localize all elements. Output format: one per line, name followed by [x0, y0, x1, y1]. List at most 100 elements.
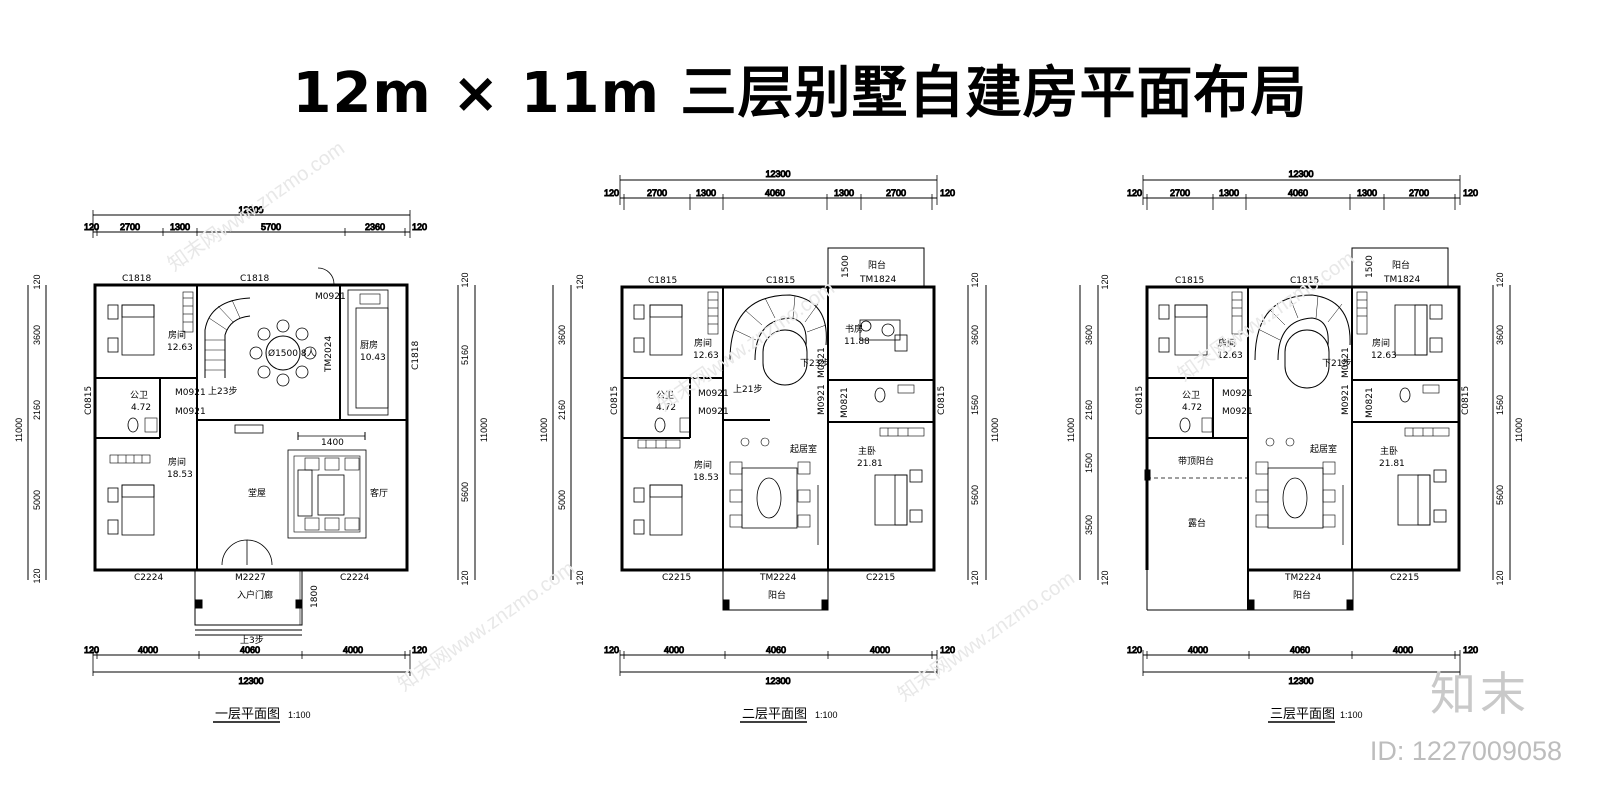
door-label: M0921 — [1222, 389, 1253, 399]
window-label: C1818 — [411, 341, 421, 370]
dim-top: 2700 — [1170, 188, 1190, 198]
window-label: C2215 — [662, 573, 691, 583]
room-label: 公卫 — [1182, 390, 1200, 401]
door-label: M0921 — [698, 389, 729, 399]
dim-top: 1300 — [1357, 188, 1377, 198]
dim-bottom: 120 — [1463, 645, 1478, 655]
dim-left: 120 — [575, 274, 585, 289]
dim-bottom: 4060 — [240, 645, 260, 655]
window-label: C2215 — [1390, 573, 1419, 583]
dim-bottom: 4060 — [1290, 645, 1310, 655]
dim-left-total: 11000 — [539, 418, 549, 442]
dim-bottom: 120 — [940, 645, 955, 655]
room-label: 厨房 — [360, 339, 378, 351]
dim-right: 120 — [460, 570, 470, 585]
room-label: 房间 — [1218, 337, 1236, 349]
dim-top: 4060 — [1288, 188, 1308, 198]
room-label: 阳台 — [768, 589, 786, 601]
dim-left-total: 11000 — [1066, 418, 1076, 442]
stair-label: 下21步 — [1322, 358, 1351, 369]
window-label: C0815 — [610, 386, 620, 415]
dim-left-total: 11000 — [14, 418, 24, 442]
dim-right: 3600 — [1495, 325, 1505, 345]
window-label: C0815 — [84, 386, 94, 415]
dim-left: 1500 — [1084, 453, 1094, 473]
dim-right: 5600 — [1495, 485, 1505, 505]
room-area: 18.53 — [693, 473, 719, 483]
door-label: M0921 — [1341, 384, 1351, 415]
dim-bottom: 4000 — [1393, 645, 1413, 655]
dim-right: 120 — [1495, 272, 1505, 287]
stair-label: 上23步 — [208, 386, 237, 397]
room-label: 公卫 — [130, 390, 148, 401]
dim-left: 120 — [575, 570, 585, 585]
room-area: 12.63 — [693, 351, 719, 361]
dim-top: 2700 — [120, 222, 140, 232]
dim-porch: 1800 — [310, 585, 320, 608]
plan-caption: 二层平面图 — [742, 707, 807, 722]
stair-label: 下23步 — [800, 358, 829, 369]
dim-right: 1560 — [1495, 395, 1505, 415]
door-label: TM1824 — [859, 275, 896, 285]
room-area: 11.88 — [844, 337, 870, 347]
door-label: TM1824 — [1383, 275, 1420, 285]
dim-right: 1560 — [970, 395, 980, 415]
dim-top: 1300 — [1219, 188, 1239, 198]
dim-right-total: 11000 — [990, 418, 1000, 442]
dim-bottom: 4060 — [766, 645, 786, 655]
dim-top: 2700 — [647, 188, 667, 198]
dim-left: 120 — [1100, 570, 1110, 585]
room-label: 阳台 — [1293, 589, 1311, 601]
dim-bottom: 4000 — [870, 645, 890, 655]
room-area: 12.63 — [1371, 351, 1397, 361]
page-title: 12m × 11m 三层别墅自建房平面布局 — [292, 61, 1308, 126]
room-area: 4.72 — [131, 403, 151, 413]
room-label: 房间 — [1372, 337, 1390, 349]
room-label: 堂屋 — [248, 487, 266, 499]
room-area: 12.63 — [1217, 351, 1243, 361]
dim-left: 5000 — [557, 490, 567, 510]
dim-bottom: 120 — [84, 645, 99, 655]
dim-left: 120 — [1100, 274, 1110, 289]
door-label: M0921 — [175, 388, 206, 398]
room-label: 房间 — [168, 456, 186, 468]
room-label: 房间 — [694, 459, 712, 471]
door-label: M0921 — [698, 407, 729, 417]
dim-top-total: 12300 — [765, 169, 790, 179]
plan-third-floor: 12300 120 2700 1300 4060 1300 2700 120 1… — [1066, 169, 1524, 723]
plan-first-floor: 12300 120 2700 1300 5700 2360 120 120 36… — [14, 205, 489, 723]
window-label: C2215 — [866, 573, 895, 583]
door-label: M0921 — [817, 384, 827, 415]
plan-scale: 1:100 — [815, 710, 838, 720]
room-area: 4.72 — [1182, 403, 1202, 413]
plan-scale: 1:100 — [1340, 710, 1363, 720]
dim-right: 120 — [460, 272, 470, 287]
dim-right: 120 — [970, 272, 980, 287]
dim-top: 120 — [604, 188, 619, 198]
plan-scale: 1:100 — [288, 710, 311, 720]
window-label: C1818 — [122, 274, 151, 284]
room-label: 阳台 — [868, 259, 886, 271]
steps-label: 上3步 — [240, 635, 264, 646]
door-label: TM2224 — [759, 573, 796, 583]
window-label: C1818 — [240, 274, 269, 284]
dim-left: 3600 — [557, 325, 567, 345]
dim-bottom-total: 12300 — [238, 676, 263, 686]
window-label: C1815 — [648, 276, 677, 286]
dim-left: 120 — [32, 274, 42, 289]
dim-top: 120 — [84, 222, 99, 232]
dim-right-total: 11000 — [1514, 418, 1524, 442]
window-label: C1815 — [766, 276, 795, 286]
dim-left: 2160 — [1084, 400, 1094, 420]
room-label: 起居室 — [790, 443, 817, 455]
dim-right: 3600 — [970, 325, 980, 345]
dim-top: 1300 — [834, 188, 854, 198]
dim-right: 5160 — [460, 345, 470, 365]
stair-label: 上21步 — [733, 384, 762, 395]
dim-left: 3500 — [1084, 515, 1094, 535]
room-label: 主卧 — [1380, 445, 1398, 457]
door-label: M0921 — [315, 292, 346, 302]
dim-top: 1300 — [170, 222, 190, 232]
room-label: 书房 — [845, 323, 863, 335]
room-label: 房间 — [694, 337, 712, 349]
